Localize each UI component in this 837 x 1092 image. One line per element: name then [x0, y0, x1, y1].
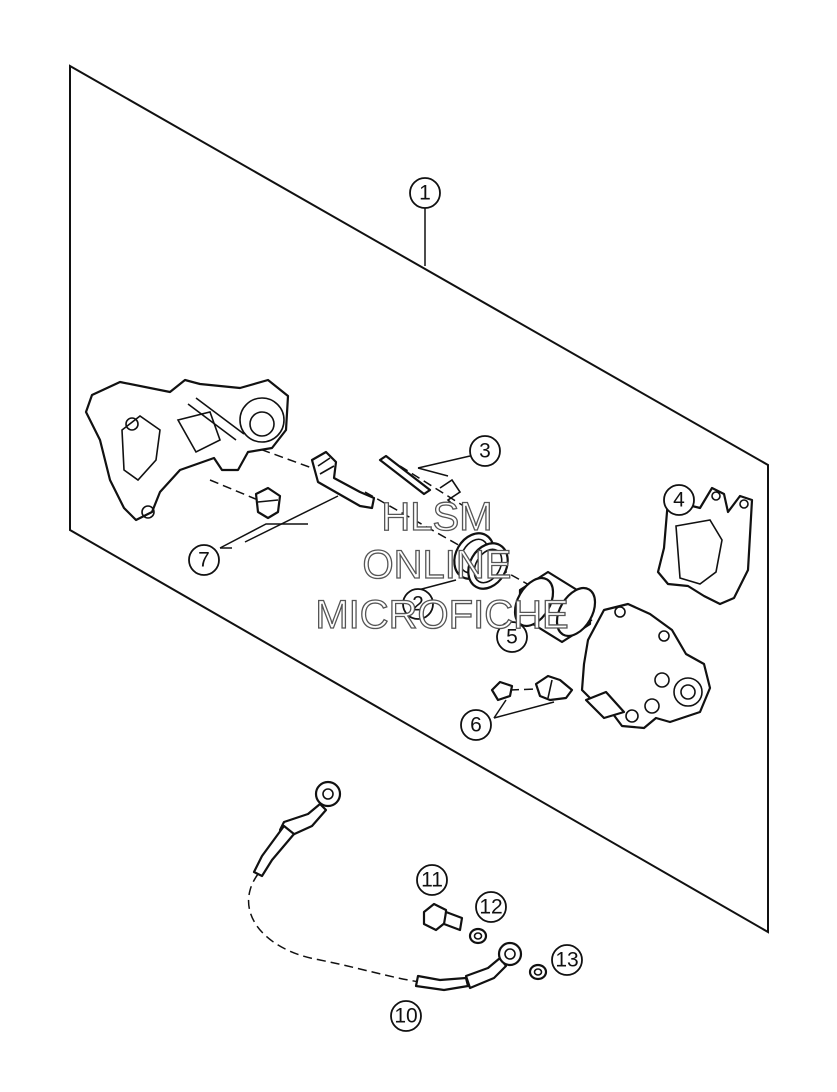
pad-pin [378, 454, 462, 509]
watermark-line-2: ONLINE [363, 543, 512, 587]
svg-text:2: 2 [412, 593, 424, 616]
brake-hose [247, 780, 523, 992]
watermark-line-1: HLSM [381, 495, 492, 539]
seal-ring [453, 532, 509, 590]
svg-text:12: 12 [479, 896, 502, 919]
callout-1: 1 [409, 177, 441, 209]
callout-13: 13 [551, 944, 583, 976]
banjo-bolt [422, 902, 464, 932]
svg-text:6: 6 [470, 714, 482, 737]
svg-text:11: 11 [421, 869, 443, 892]
callout-11: 11 [416, 864, 448, 896]
callout-7: 7 [188, 544, 220, 576]
callout-10: 10 [390, 1000, 422, 1032]
svg-text:1: 1 [419, 182, 431, 205]
brake-pads [656, 486, 754, 606]
callout-2: 2 [402, 588, 434, 620]
bleeder-valve [490, 674, 574, 702]
watermark: HLSM ONLINE MICROFICHE [315, 494, 570, 637]
callout-4: 4 [663, 484, 695, 516]
watermark-line-3: MICROFICHE [315, 593, 568, 637]
svg-text:10: 10 [394, 1005, 417, 1028]
assembly-panel [69, 64, 769, 934]
caliper-bracket [84, 378, 290, 522]
guide-pin [310, 450, 376, 510]
callout-12: 12 [475, 891, 507, 923]
callout-3: 3 [469, 435, 501, 467]
svg-text:13: 13 [555, 949, 578, 972]
group-leaders [219, 455, 555, 719]
washer-13 [528, 963, 548, 981]
washer-13-hole [533, 968, 543, 976]
callout-6: 6 [460, 709, 492, 741]
rubber-bushing [254, 486, 282, 520]
svg-text:5: 5 [506, 626, 518, 649]
washer-12 [468, 927, 488, 945]
svg-text:7: 7 [198, 549, 210, 572]
caliper-body [580, 602, 712, 730]
callout-5: 5 [496, 621, 528, 653]
svg-text:4: 4 [673, 489, 685, 512]
svg-text:3: 3 [479, 440, 491, 463]
washer-12-hole [473, 932, 483, 940]
